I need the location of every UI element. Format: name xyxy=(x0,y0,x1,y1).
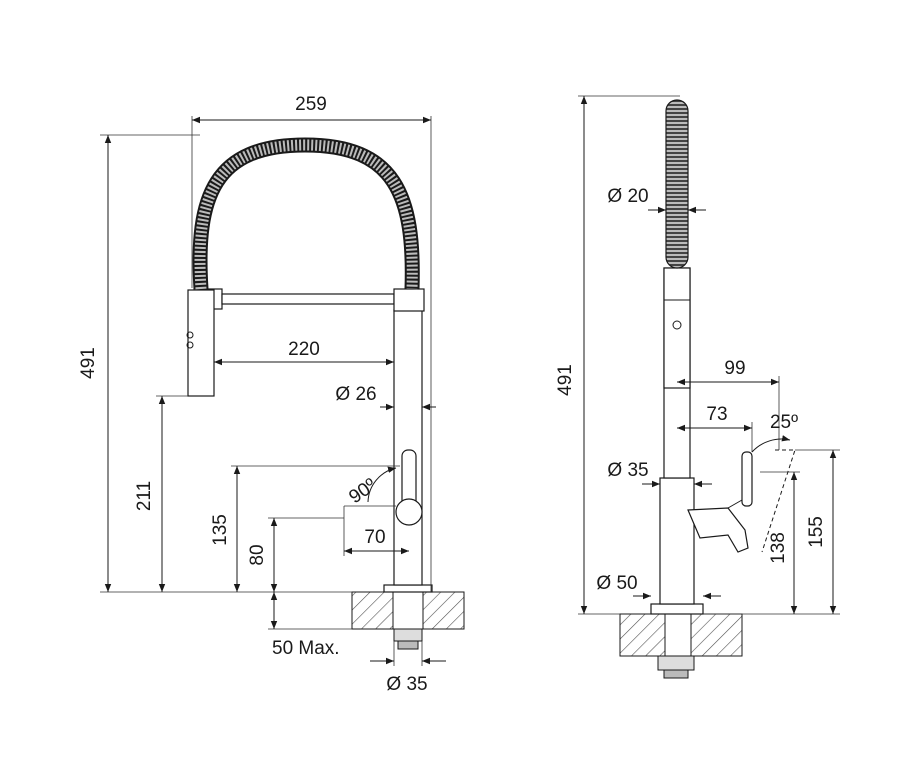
front-spout-height-label: 211 xyxy=(134,481,155,511)
front-body-diameter-label: Ø 26 xyxy=(335,384,376,405)
side-lower-body xyxy=(659,477,695,605)
front-pivot-height-label: 80 xyxy=(247,544,268,565)
side-lever-height-138-label: 138 xyxy=(768,532,789,564)
side-hose xyxy=(665,99,689,269)
side-height-label: 491 xyxy=(555,364,576,396)
side-lever-height-155-label: 155 xyxy=(806,516,827,548)
front-shank-diameter-label: Ø 35 xyxy=(386,674,427,695)
front-lever-angle-label: 90º xyxy=(345,475,380,508)
front-shank xyxy=(393,628,423,642)
front-height-label: 491 xyxy=(78,347,99,379)
side-reach-73-label: 73 xyxy=(706,404,727,425)
side-base-diameter-label: Ø 50 xyxy=(596,573,637,594)
side-hose-diameter-label: Ø 20 xyxy=(607,186,648,207)
front-view: 259 491 220 Ø 26 211 135 90º 70 80 xyxy=(78,94,465,695)
front-body xyxy=(393,309,423,586)
side-reach-99-label: 99 xyxy=(724,358,745,379)
side-lever xyxy=(687,507,749,553)
front-lever-reach-label: 70 xyxy=(364,527,385,548)
side-lever-angle-label: 25º xyxy=(770,412,798,433)
side-view: 491 Ø 20 99 73 25º Ø 35 138 155 Ø 50 xyxy=(555,95,840,679)
front-deck-thickness-label: 50 Max. xyxy=(272,638,340,659)
front-lever-height-label: 135 xyxy=(210,514,231,546)
front-width-label: 259 xyxy=(295,94,327,115)
side-body-diameter-label: Ø 35 xyxy=(607,460,648,481)
front-spray-span-label: 220 xyxy=(288,339,320,360)
